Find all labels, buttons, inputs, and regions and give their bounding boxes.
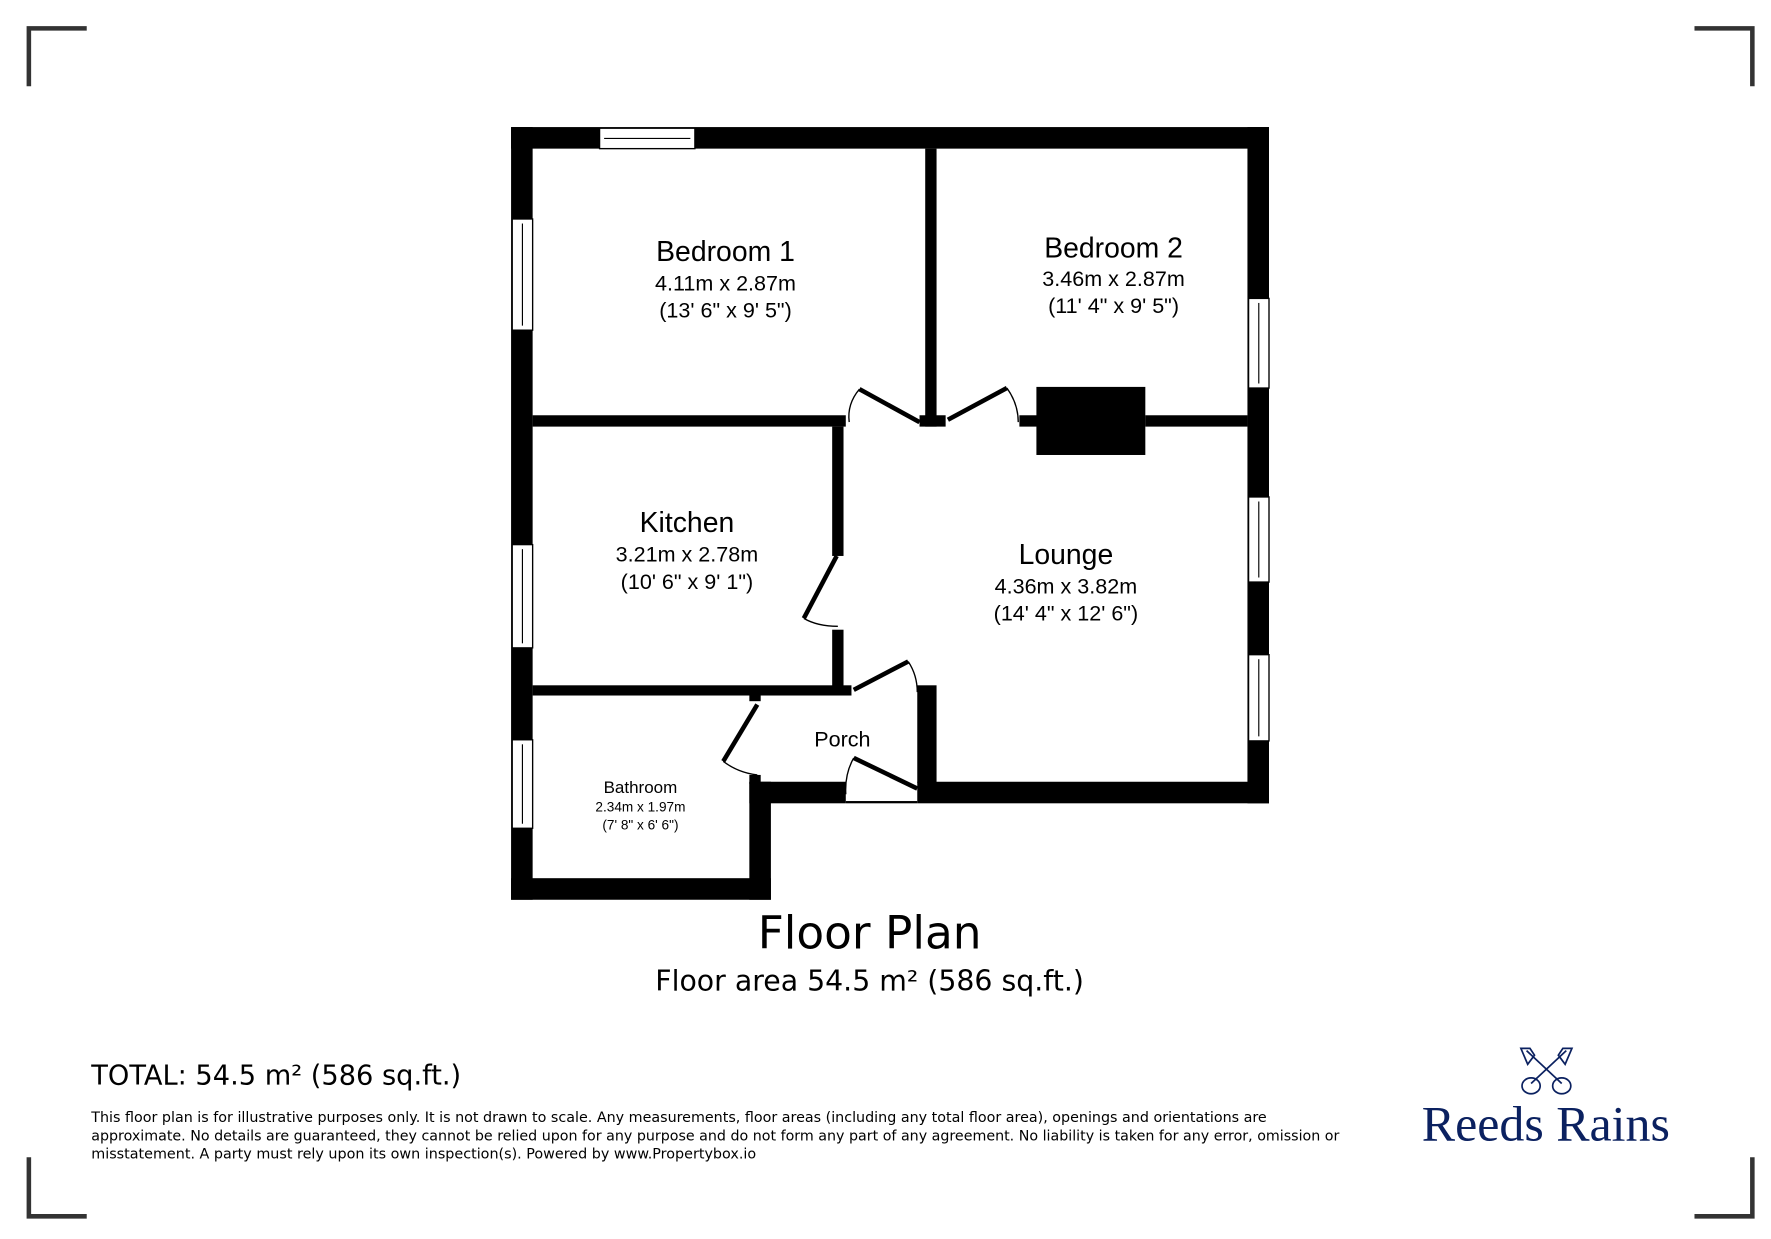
room-bathroom: Bathroom 2.34m x 1.97m (7' 8" x 6' 6") — [595, 778, 685, 832]
room-name: Kitchen — [640, 507, 735, 539]
room-dimensions-imperial: (7' 8" x 6' 6") — [602, 817, 678, 832]
svg-text:misstatement. A party must rel: misstatement. A party must rely upon its… — [91, 1146, 756, 1162]
room-kitchen: Kitchen 3.21m x 2.78m (10' 6" x 9' 1") — [616, 507, 759, 594]
plan-title: Floor Plan — [758, 907, 982, 960]
room-name: Bedroom 2 — [1044, 233, 1183, 265]
reeds-rains-logo: Reeds Rains — [1422, 1047, 1670, 1151]
room-dimensions-imperial: (10' 6" x 9' 1") — [621, 569, 754, 594]
svg-text:approximate. No details are gu: approximate. No details are guaranteed, … — [91, 1128, 1339, 1144]
crop-marks — [26, 26, 1755, 1219]
room-dimensions-imperial: (11' 4" x 9' 5") — [1048, 293, 1179, 318]
svg-text:This floor plan is for illustr: This floor plan is for illustrative purp… — [90, 1110, 1266, 1126]
room-name: Porch — [814, 727, 870, 752]
room-dimensions-metric: 3.21m x 2.78m — [616, 542, 759, 567]
room-dimensions-metric: 2.34m x 1.97m — [595, 799, 685, 814]
floor-area: Floor area 54.5 m² (586 sq.ft.) — [655, 965, 1084, 998]
room-dimensions-metric: 4.11m x 2.87m — [655, 270, 796, 295]
room-bedroom-2: Bedroom 2 3.46m x 2.87m (11' 4" x 9' 5") — [1042, 233, 1185, 319]
total-area: TOTAL: 54.5 m² (586 sq.ft.) — [90, 1061, 461, 1092]
crossed-keys-icon — [1519, 1047, 1574, 1095]
room-dimensions-imperial: (13' 6" x 9' 5") — [659, 298, 792, 323]
room-name: Bathroom — [604, 778, 678, 797]
disclaimer: This floor plan is for illustrative purp… — [90, 1110, 1339, 1162]
room-dimensions-metric: 4.36m x 3.82m — [995, 573, 1138, 598]
room-lounge: Lounge 4.36m x 3.82m (14' 4" x 12' 6") — [994, 539, 1138, 626]
room-name: Lounge — [1019, 539, 1114, 571]
chimney-breast — [1036, 386, 1146, 455]
doors — [721, 386, 1019, 795]
room-name: Bedroom 1 — [656, 236, 795, 268]
room-dimensions-metric: 3.46m x 2.87m — [1042, 266, 1185, 291]
windows — [511, 127, 1270, 829]
svg-text:Reeds Rains: Reeds Rains — [1422, 1096, 1670, 1151]
room-bedroom-1: Bedroom 1 4.11m x 2.87m (13' 6" x 9' 5") — [655, 236, 796, 323]
room-dimensions-imperial: (14' 4" x 12' 6") — [994, 601, 1138, 626]
room-porch: Porch — [814, 727, 870, 752]
